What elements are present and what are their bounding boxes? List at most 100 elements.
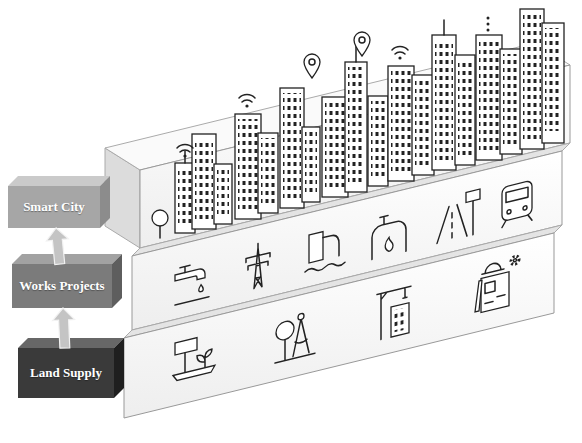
tab-label: Smart City bbox=[23, 200, 85, 215]
city-skyline bbox=[261, 138, 275, 206]
city-skyline bbox=[184, 151, 186, 163]
train-icon bbox=[507, 209, 511, 214]
city-skyline bbox=[398, 56, 401, 59]
city-skyline bbox=[388, 66, 414, 181]
city-skyline bbox=[309, 59, 315, 65]
layer-tab: Smart City bbox=[8, 186, 100, 228]
city-skyline bbox=[302, 127, 320, 202]
drainage-icon bbox=[305, 232, 345, 274]
city-skyline bbox=[235, 114, 261, 219]
city-skyline bbox=[391, 71, 411, 174]
site-icon bbox=[173, 333, 215, 381]
drainage-icon bbox=[305, 226, 345, 274]
city-skyline bbox=[152, 210, 168, 226]
site-icon bbox=[175, 338, 197, 355]
layer-tab: Land Supply bbox=[18, 348, 114, 398]
city-skyline bbox=[195, 139, 213, 222]
city-skyline bbox=[238, 119, 258, 212]
city-skyline bbox=[542, 23, 564, 143]
city-skyline bbox=[152, 210, 168, 238]
train-icon bbox=[506, 187, 528, 202]
city-skyline bbox=[152, 9, 564, 238]
city-skyline bbox=[304, 54, 320, 78]
road-icon bbox=[437, 189, 480, 243]
city-skyline bbox=[523, 14, 541, 142]
construction-icon bbox=[377, 286, 411, 340]
city-skyline bbox=[359, 37, 365, 43]
city-skyline bbox=[354, 32, 370, 56]
blueprint-icon bbox=[482, 261, 505, 305]
water-icon bbox=[175, 261, 209, 305]
blueprint-icon bbox=[514, 258, 517, 262]
city-skyline bbox=[487, 17, 490, 32]
city-skyline bbox=[542, 23, 564, 143]
city-skyline bbox=[280, 88, 304, 208]
water-icon bbox=[175, 268, 205, 285]
planning-icon bbox=[275, 315, 315, 363]
planning-icon bbox=[298, 313, 304, 320]
tab-faces bbox=[8, 176, 124, 398]
city-skyline bbox=[245, 104, 248, 107]
city-skyline bbox=[325, 102, 345, 190]
tab-side bbox=[114, 338, 124, 398]
city-skyline bbox=[432, 35, 456, 170]
city-skyline bbox=[217, 169, 229, 217]
city-skyline bbox=[487, 29, 490, 32]
city-skyline bbox=[487, 17, 490, 20]
city-skyline bbox=[415, 80, 431, 168]
city-skyline bbox=[214, 164, 232, 224]
construction-icon bbox=[394, 307, 406, 332]
city-skyline bbox=[192, 134, 216, 229]
city-skyline bbox=[545, 28, 561, 131]
slab-front bbox=[124, 233, 554, 418]
gas-icon bbox=[372, 211, 406, 259]
city-skyline bbox=[368, 96, 388, 186]
city-skyline bbox=[348, 67, 364, 185]
city-skyline bbox=[283, 93, 301, 201]
tab-side bbox=[100, 176, 110, 228]
city-skyline bbox=[476, 35, 502, 160]
power-icon bbox=[246, 241, 270, 291]
city-skyline bbox=[412, 75, 434, 175]
road-icon bbox=[437, 201, 473, 244]
tab-top bbox=[12, 254, 122, 264]
city-skyline bbox=[368, 96, 388, 186]
city-skyline bbox=[503, 54, 519, 147]
city-skyline bbox=[214, 164, 232, 224]
gas-icon bbox=[372, 211, 406, 259]
city-skyline bbox=[500, 49, 522, 154]
city-skyline bbox=[178, 168, 192, 226]
city-skyline bbox=[455, 55, 475, 165]
city-skyline bbox=[412, 75, 434, 175]
blueprint-icon bbox=[475, 255, 519, 314]
city-skyline bbox=[432, 20, 456, 170]
block-arrow bbox=[53, 308, 75, 348]
city-skyline bbox=[487, 23, 490, 26]
gas-icon bbox=[385, 236, 393, 252]
city-skyline bbox=[177, 145, 193, 158]
tab-top bbox=[8, 176, 110, 186]
city-skyline bbox=[500, 49, 522, 154]
city-skyline bbox=[305, 132, 317, 195]
city-skyline bbox=[280, 88, 304, 208]
road-icon bbox=[466, 189, 480, 202]
city-skyline bbox=[520, 9, 544, 149]
construction-icon bbox=[391, 303, 409, 337]
city-skyline bbox=[479, 40, 499, 153]
drainage-icon bbox=[309, 232, 323, 263]
city-skyline bbox=[443, 20, 445, 35]
train-icon bbox=[502, 180, 532, 227]
city-skyline bbox=[304, 54, 320, 78]
power-icon bbox=[246, 241, 270, 291]
city-skyline bbox=[302, 127, 320, 202]
city-skyline bbox=[239, 95, 255, 108]
water-icon bbox=[175, 261, 209, 305]
train-icon bbox=[502, 214, 532, 227]
city-skyline bbox=[392, 47, 408, 60]
city-skyline bbox=[177, 145, 193, 152]
city-skyline bbox=[345, 62, 367, 192]
tab-side bbox=[112, 254, 122, 308]
city-skyline bbox=[455, 55, 475, 165]
city-skyline bbox=[258, 133, 278, 213]
